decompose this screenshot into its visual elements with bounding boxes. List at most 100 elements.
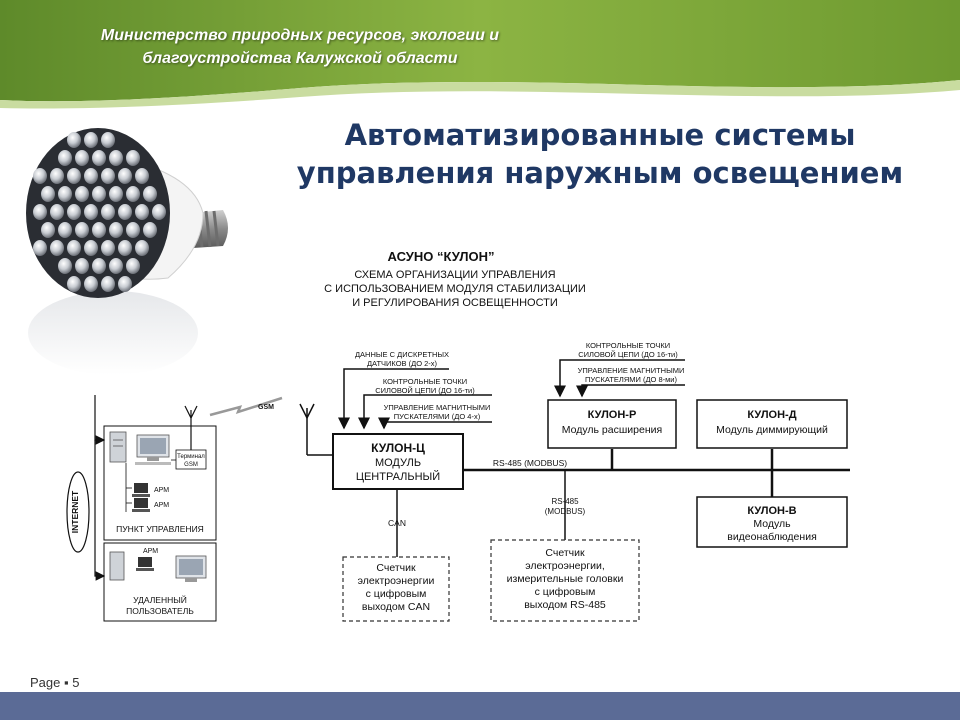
led-dot [58, 258, 72, 274]
led-dot [33, 204, 47, 220]
kulon-c-desc-2: ЦЕНТРАЛЬНЫЙ [356, 470, 440, 483]
led-dot [67, 276, 81, 292]
header-green-wave [0, 0, 960, 109]
kulon-v-desc-2: видеонаблюдения [727, 531, 817, 543]
meter-rs-4: с цифровым [535, 586, 596, 598]
diagram-subtitle-2: С ИСПОЛЬЗОВАНИЕМ МОДУЛЯ СТАБИЛИЗАЦИИ [324, 283, 586, 295]
internet-label: INTERNET [70, 490, 80, 533]
led-dot [50, 204, 64, 220]
kulon-r-box [547, 399, 677, 449]
kulon-c-inputs [338, 368, 492, 430]
ministry-line-2: благоустройства Калужской области [142, 50, 458, 67]
internet-cloud: INTERNET [66, 471, 90, 553]
led-dot [75, 222, 89, 238]
kulon-r-desc: Модуль расширения [562, 424, 662, 436]
led-dot [50, 240, 64, 256]
control-point-label: ПУНКТ УПРАВЛЕНИЯ [116, 524, 204, 534]
led-dot [92, 150, 106, 166]
led-dot [126, 186, 140, 202]
diagram-subtitle-3: И РЕГУЛИРОВАНИЯ ОСВЕЩЕННОСТИ [352, 297, 558, 309]
meter-rs485-box [490, 539, 640, 622]
apm-workstation-icon [132, 498, 150, 512]
apm-label-remote: АРМ [143, 548, 158, 555]
kulon-d-box [696, 399, 848, 449]
led-dot [118, 240, 132, 256]
bus-drops [396, 470, 566, 557]
rs485-bus [463, 449, 850, 497]
terminal-label-1: Терминал [177, 454, 205, 460]
led-dot [109, 150, 123, 166]
kulon-d-desc: Модуль диммирующий [716, 424, 828, 436]
led-dot [109, 186, 123, 202]
led-dot [143, 222, 157, 238]
led-dot [109, 258, 123, 274]
led-dot [101, 204, 115, 220]
led-dot [135, 240, 149, 256]
rs485-label-2: (MODBUS) [545, 507, 586, 516]
led-dot [50, 168, 64, 184]
control-lan-lines [125, 459, 176, 512]
led-dot [135, 168, 149, 184]
meter-rs-1: Счетчик [545, 547, 585, 559]
led-dot [58, 222, 72, 238]
rs485-label-1: RS-485 [551, 497, 579, 506]
page-number: Page ▪ 5 [30, 675, 80, 690]
led-dot [118, 276, 132, 292]
r-input-power-points-2: СИЛОВОЙ ЦЕПИ (ДО 16-ти) [578, 350, 678, 359]
led-dot [84, 240, 98, 256]
diagram-heading: АСУНО “КУЛОН” [388, 249, 495, 264]
kulon-c-antenna-icon [299, 403, 333, 456]
server-icon [109, 431, 127, 463]
meter-can-1: Счетчик [376, 562, 416, 574]
led-dot [118, 204, 132, 220]
led-dot [75, 150, 89, 166]
kulon-c-name: КУЛОН-Ц [371, 441, 425, 455]
internet-links [94, 395, 106, 581]
kulon-v-desc-1: Модуль [753, 518, 791, 530]
led-dot [41, 222, 55, 238]
terminal-label-2: GSM [184, 462, 198, 468]
led-dot [126, 150, 140, 166]
input-starters-2: ПУСКАТЕЛЯМИ (ДО 4-х) [394, 412, 481, 421]
remote-user: АРМ УДАЛЕННЫЙ ПОЛЬЗОВАТЕЛЬ [103, 542, 217, 622]
input-sensors-1: ДАННЫЕ С ДИСКРЕТНЫХ [355, 350, 449, 359]
slide-title-line-1: Автоматизированные системы [344, 118, 856, 152]
led-dot [84, 168, 98, 184]
monitor-icon [135, 434, 171, 465]
kulon-c-desc-1: МОДУЛЬ [375, 457, 421, 469]
footer-bar [0, 692, 960, 720]
input-starters-1: УПРАВЛЕНИЕ МАГНИТНЫМИ [384, 403, 491, 412]
led-dot [67, 132, 81, 148]
input-power-points-1: КОНТРОЛЬНЫЕ ТОЧКИ [383, 377, 467, 386]
led-dot [92, 186, 106, 202]
led-bulb-image [26, 128, 228, 375]
remote-user-label-1: УДАЛЕННЫЙ [133, 594, 187, 605]
meter-can-2: электроэнергии [358, 575, 435, 587]
led-dot [75, 186, 89, 202]
meter-can-4: выходом CAN [362, 601, 430, 613]
led-dot [84, 132, 98, 148]
kulon-r-inputs [554, 359, 685, 398]
kulon-c-box [332, 433, 464, 490]
apm-workstation-icon [136, 557, 154, 571]
slide-title-line-2: управления наружным освещением [296, 156, 904, 190]
led-dot [58, 150, 72, 166]
remote-user-label-2: ПОЛЬЗОВАТЕЛЬ [126, 606, 194, 616]
led-dot [101, 132, 115, 148]
r-input-starters-2: ПУСКАТЕЛЯМИ (ДО 8-ми) [585, 375, 678, 384]
ministry-line-1: Министерство природных ресурсов, экологи… [100, 27, 500, 44]
led-dot [58, 186, 72, 202]
kulon-v-name: КУЛОН-В [747, 505, 796, 517]
led-dot [135, 204, 149, 220]
led-dot [41, 186, 55, 202]
led-dot [101, 240, 115, 256]
led-dot [67, 204, 81, 220]
led-dot [67, 168, 81, 184]
meter-rs-3: измерительные головки [507, 573, 624, 585]
input-sensors-2: ДАТЧИКОВ (ДО 2-х) [367, 359, 438, 368]
apm-label-1: АРМ [154, 487, 169, 494]
kulon-v-box [696, 496, 848, 548]
control-center: Терминал GSM АРМ АРМ ПУНКТ УПРАВЛЕНИЯ [103, 405, 217, 541]
kulon-d-name: КУЛОН-Д [747, 409, 796, 421]
